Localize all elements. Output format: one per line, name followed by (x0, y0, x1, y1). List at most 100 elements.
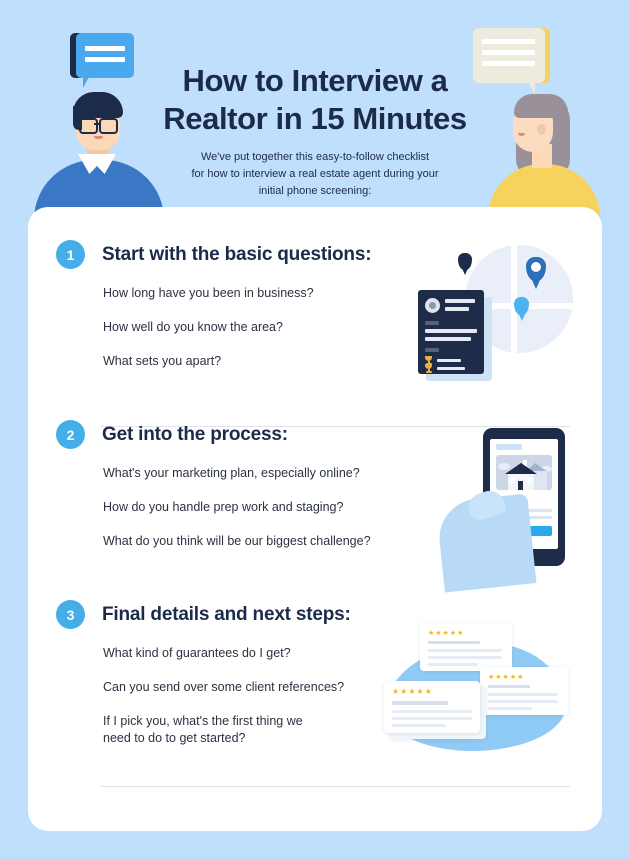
bubble-text-line (85, 46, 125, 51)
profile-text-bar (445, 299, 475, 303)
profile-text-bar (425, 329, 477, 333)
section-1-heading: 1 Start with the basic questions: (56, 240, 372, 269)
house-window (510, 478, 515, 483)
question-item: What do you think will be our biggest ch… (103, 533, 371, 548)
listing-text-bar (528, 516, 552, 519)
review-text-bar (428, 649, 502, 652)
review-text-bar (428, 663, 478, 666)
review-text-bar (428, 641, 480, 644)
question-item: What kind of guarantees do I get? (103, 646, 291, 660)
review-card-top: ★★★★★ (420, 623, 512, 671)
question-item: If I pick you, what's the first thing we… (103, 713, 303, 745)
section-1-question-list: How long have you been in business? How … (103, 285, 453, 387)
tablet-screen: $ (490, 439, 558, 549)
house-roof (505, 463, 537, 474)
woman-ear (537, 124, 546, 135)
star-rating-icon: ★★★★★ (488, 674, 525, 681)
question-item: How long have you been in business? (103, 286, 314, 300)
page-subtitle-line-3: initial phone screening: (258, 184, 372, 197)
speech-bubble-right-tail (528, 82, 535, 94)
man-mouth (94, 136, 103, 139)
star-rating-icon: ★★★★★ (428, 630, 465, 637)
section-2-title: Get into the process: (102, 423, 288, 445)
section-3-heading: 3 Final details and next steps: (56, 600, 351, 629)
bubble-text-line (482, 50, 535, 55)
page-subtitle: We've put together this easy-to-follow c… (140, 149, 490, 200)
glasses-lens-left (79, 118, 98, 134)
review-text-bar (392, 710, 472, 713)
woman-hair-top (514, 94, 568, 118)
step-badge-3: 3 (56, 600, 85, 629)
step-badge-1: 1 (56, 240, 85, 269)
listing-text-bar (528, 509, 552, 512)
review-card-right: ★★★★★ (480, 667, 568, 715)
man-shirt-collar (78, 154, 116, 174)
review-card-left: ★★★★★ (384, 681, 480, 733)
section-2-heading: 2 Get into the process: (56, 420, 288, 449)
map-road-diagonal (555, 245, 573, 352)
page-title-line-2: Realtor in 15 Minutes (163, 101, 467, 137)
house-annex (530, 471, 547, 490)
profile-text-bar (425, 337, 471, 341)
review-text-bar (488, 685, 530, 688)
section-2-question-list: What's your marketing plan, especially o… (103, 465, 453, 567)
review-text-bar (488, 693, 558, 696)
review-text-bar (392, 701, 448, 705)
profile-label-bar (425, 348, 439, 352)
woman-character-illustration (480, 88, 610, 220)
listing-photo (496, 455, 552, 490)
man-hair-sideburn (73, 106, 82, 130)
speech-bubble-right (473, 28, 545, 83)
map-pin-navy-icon (458, 253, 472, 270)
agent-profile-card (418, 290, 484, 374)
step-badge-2: 2 (56, 420, 85, 449)
speech-bubble-left (76, 33, 134, 78)
glasses-lens-right (99, 118, 118, 134)
section-3-question-list: What kind of guarantees do I get? Can yo… (103, 645, 453, 764)
bubble-text-line (482, 39, 535, 44)
avatar (425, 298, 440, 313)
woman-mouth (518, 133, 525, 136)
title-block: How to Interview a Realtor in 15 Minutes… (140, 62, 490, 200)
star-rating-icon: ★★★★★ (392, 687, 433, 696)
profile-text-bar (437, 367, 465, 370)
speech-bubble-left-tail (83, 77, 89, 88)
house-door (518, 481, 523, 490)
question-item: What's your marketing plan, especially o… (103, 466, 360, 480)
profile-text-bar (437, 359, 461, 362)
header-banner: How to Interview a Realtor in 15 Minutes… (0, 0, 630, 220)
section-1-title: Start with the basic questions: (102, 243, 372, 265)
map-pin-blue-icon (526, 257, 546, 281)
bubble-text-line (85, 57, 125, 62)
profile-text-bar (445, 307, 469, 311)
house-window (527, 478, 532, 483)
map-pin-light-blue-icon (514, 297, 529, 315)
house-annex-roof (526, 463, 548, 472)
cloud-shape (498, 463, 510, 470)
section-3-title: Final details and next steps: (102, 603, 351, 625)
question-item: Can you send over some client references… (103, 679, 345, 694)
page-title-line-1: How to Interview a (182, 63, 448, 98)
question-item: How well do you know the area? (103, 319, 283, 334)
reviews-illustration: ★★★★★ ★★★★★ ★★★★★ (358, 615, 588, 775)
profile-label-bar (425, 321, 439, 325)
review-text-bar (488, 700, 558, 703)
page-subtitle-line-2: for how to interview a real estate agent… (191, 167, 439, 180)
review-text-bar (392, 724, 446, 727)
section-divider (100, 786, 570, 787)
listing-header-bar (496, 444, 522, 450)
question-item: What sets you apart? (103, 353, 222, 368)
glasses-bridge (94, 123, 99, 125)
review-text-bar (392, 717, 472, 720)
map-road-vertical (511, 245, 517, 353)
bubble-text-line (482, 61, 535, 66)
checklist-card: 1 Start with the basic questions: How lo… (28, 207, 602, 831)
review-text-bar (488, 707, 532, 710)
question-item: How do you handle prep work and staging? (103, 499, 344, 514)
page-title: How to Interview a Realtor in 15 Minutes (140, 62, 490, 139)
page-subtitle-line-1: We've put together this easy-to-follow c… (200, 150, 430, 163)
section-divider (100, 426, 570, 427)
award-trophy-icon (425, 364, 432, 373)
review-text-bar (428, 656, 502, 659)
tablet-listing-illustration: $ (428, 420, 598, 593)
